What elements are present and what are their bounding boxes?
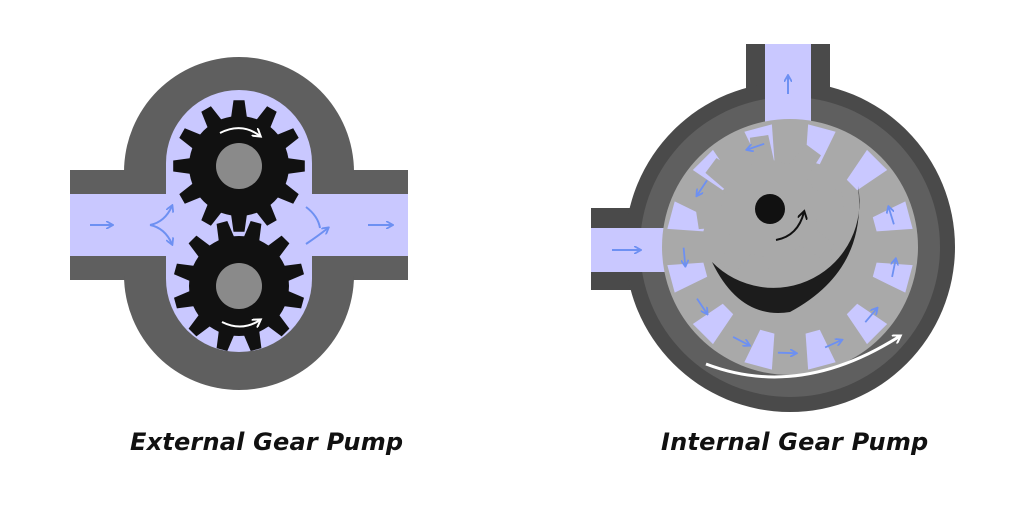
internal-gear-pump-caption: Internal Gear Pump — [661, 428, 929, 456]
external-gear-pump-caption: External Gear Pump — [130, 428, 404, 456]
arrow-right-icon — [777, 353, 796, 354]
arrow-right-icon — [747, 142, 765, 150]
external-bottom-gear-hub — [216, 263, 262, 309]
arrow-right-icon — [697, 179, 708, 195]
arrow-right-icon — [684, 247, 686, 266]
internal-crescent — [712, 186, 860, 313]
rotor-pocket — [846, 149, 888, 191]
arrow-right-icon — [732, 336, 749, 345]
rotor-pocket — [744, 329, 775, 370]
internal-gear-pump — [591, 44, 955, 412]
internal-pocket-flow-arrows — [684, 142, 896, 354]
external-top-gear-hub — [216, 143, 262, 189]
rotor-pocket — [667, 262, 708, 293]
rotor-pocket — [872, 262, 913, 293]
curved-arrow-icon — [775, 212, 804, 241]
arrow-right-icon — [305, 206, 321, 229]
arrow-right-icon — [892, 259, 896, 278]
curved-arrow-icon — [219, 127, 260, 136]
arrow-right-icon — [149, 206, 172, 226]
arrow-right-icon — [305, 228, 328, 245]
arrow-right-icon — [824, 340, 841, 349]
arrow-right-icon — [149, 224, 172, 244]
external-inlet-fluid — [70, 194, 180, 256]
arrow-right-icon — [864, 308, 877, 323]
external-gear-pump — [70, 57, 408, 390]
internal-rotor-pockets — [667, 124, 913, 370]
rotor-pocket — [872, 201, 913, 232]
arrow-right-icon — [696, 298, 707, 314]
internal-idler-hub — [755, 194, 785, 224]
arrow-right-icon — [889, 207, 895, 225]
rotor-pocket — [846, 303, 888, 345]
rotor-pocket — [805, 329, 836, 370]
curved-arrow-icon — [221, 320, 260, 327]
curved-arrow-icon — [705, 336, 900, 379]
rotor-pocket — [667, 201, 708, 232]
rotor-pocket — [692, 303, 734, 345]
